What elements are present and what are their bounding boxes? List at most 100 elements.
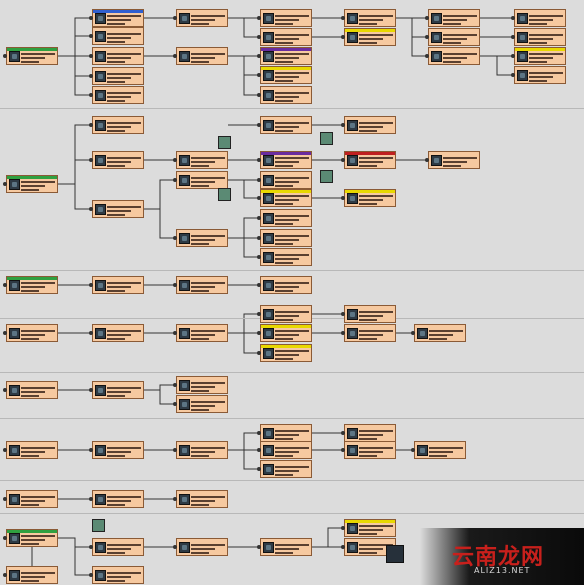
tech-node[interactable] <box>92 538 144 556</box>
unit-icon[interactable] <box>320 170 333 183</box>
tech-node[interactable] <box>260 9 312 27</box>
tech-node[interactable] <box>92 116 144 134</box>
tech-node[interactable] <box>6 324 58 342</box>
tech-node[interactable] <box>176 47 228 65</box>
tech-node[interactable] <box>92 566 144 584</box>
tech-node[interactable] <box>344 189 396 207</box>
node-text-line <box>191 500 215 502</box>
node-text-line <box>529 61 547 63</box>
tech-node[interactable] <box>92 67 144 85</box>
tech-node[interactable] <box>176 9 228 27</box>
tech-node[interactable] <box>428 9 480 27</box>
tech-node[interactable] <box>6 381 58 399</box>
tech-node[interactable] <box>514 9 566 27</box>
connector-dot <box>411 448 415 452</box>
tech-node[interactable] <box>176 490 228 508</box>
tech-node[interactable] <box>260 229 312 247</box>
tech-node[interactable] <box>6 441 58 459</box>
tech-node[interactable] <box>6 47 58 65</box>
tech-node[interactable] <box>6 529 58 547</box>
tech-node[interactable] <box>260 344 312 362</box>
tech-node[interactable] <box>260 305 312 323</box>
node-text-line <box>107 387 141 389</box>
tech-node[interactable] <box>514 28 566 46</box>
tech-node[interactable] <box>176 324 228 342</box>
tech-node[interactable] <box>260 151 312 169</box>
tech-node[interactable] <box>344 424 396 442</box>
tech-node[interactable] <box>176 441 228 459</box>
tech-node[interactable] <box>260 460 312 478</box>
tech-node[interactable] <box>514 47 566 65</box>
tech-node[interactable] <box>260 47 312 65</box>
tech-node[interactable] <box>176 376 228 394</box>
tech-node[interactable] <box>6 490 58 508</box>
tech-node[interactable] <box>92 324 144 342</box>
tech-node[interactable] <box>344 151 396 169</box>
tech-node[interactable] <box>344 116 396 134</box>
tech-node[interactable] <box>260 66 312 84</box>
connector-dot <box>425 54 429 58</box>
node-text-line <box>359 195 393 197</box>
tech-node[interactable] <box>260 248 312 266</box>
tech-node[interactable] <box>6 566 58 584</box>
tech-node[interactable] <box>92 490 144 508</box>
tech-node[interactable] <box>92 9 144 27</box>
node-text-line <box>21 572 55 574</box>
unit-icon[interactable] <box>218 188 231 201</box>
tech-node[interactable] <box>260 116 312 134</box>
tech-node[interactable] <box>344 441 396 459</box>
tech-node[interactable] <box>344 538 396 556</box>
tech-node[interactable] <box>344 324 396 342</box>
tech-node[interactable] <box>92 276 144 294</box>
tech-node[interactable] <box>260 441 312 459</box>
tech-node[interactable] <box>176 538 228 556</box>
tech-node[interactable] <box>344 519 396 537</box>
tech-node[interactable] <box>514 66 566 84</box>
tech-node[interactable] <box>414 324 466 342</box>
tech-node[interactable] <box>428 47 480 65</box>
tech-node[interactable] <box>260 424 312 442</box>
tech-node[interactable] <box>344 28 396 46</box>
node-text-line <box>359 548 383 550</box>
tech-node[interactable] <box>176 151 228 169</box>
unit-icon[interactable] <box>218 136 231 149</box>
tech-node[interactable] <box>92 86 144 104</box>
tech-node[interactable] <box>92 200 144 218</box>
tech-node[interactable] <box>176 276 228 294</box>
tech-node[interactable] <box>92 47 144 65</box>
tech-node[interactable] <box>92 381 144 399</box>
connector-dot <box>173 178 177 182</box>
tech-node[interactable] <box>260 28 312 46</box>
tech-node[interactable] <box>260 86 312 104</box>
tech-node[interactable] <box>92 27 144 45</box>
tech-node[interactable] <box>92 151 144 169</box>
tech-node[interactable] <box>260 324 312 342</box>
tech-node[interactable] <box>260 538 312 556</box>
connector-dot <box>173 448 177 452</box>
tree-connector <box>58 183 92 210</box>
tech-node[interactable] <box>260 209 312 227</box>
tech-node[interactable] <box>260 189 312 207</box>
node-text-line <box>107 33 141 35</box>
tech-node[interactable] <box>260 276 312 294</box>
tech-node[interactable] <box>6 175 58 193</box>
tech-node[interactable] <box>92 441 144 459</box>
tech-node[interactable] <box>260 171 312 189</box>
tech-node[interactable] <box>176 171 228 189</box>
tree-connector <box>144 384 176 391</box>
node-text-line <box>275 126 299 128</box>
unit-icon[interactable] <box>320 132 333 145</box>
tech-node[interactable] <box>414 441 466 459</box>
tech-node[interactable] <box>428 151 480 169</box>
tech-node[interactable] <box>176 229 228 247</box>
tech-node[interactable] <box>428 28 480 46</box>
connector-dot <box>257 448 261 452</box>
tech-node[interactable] <box>176 395 228 413</box>
tech-node[interactable] <box>344 9 396 27</box>
tech-node[interactable] <box>344 305 396 323</box>
tree-connector <box>228 449 260 470</box>
unit-icon[interactable] <box>92 519 105 532</box>
node-text-line <box>275 219 299 221</box>
tier-bar <box>261 345 311 348</box>
tech-node[interactable] <box>6 276 58 294</box>
